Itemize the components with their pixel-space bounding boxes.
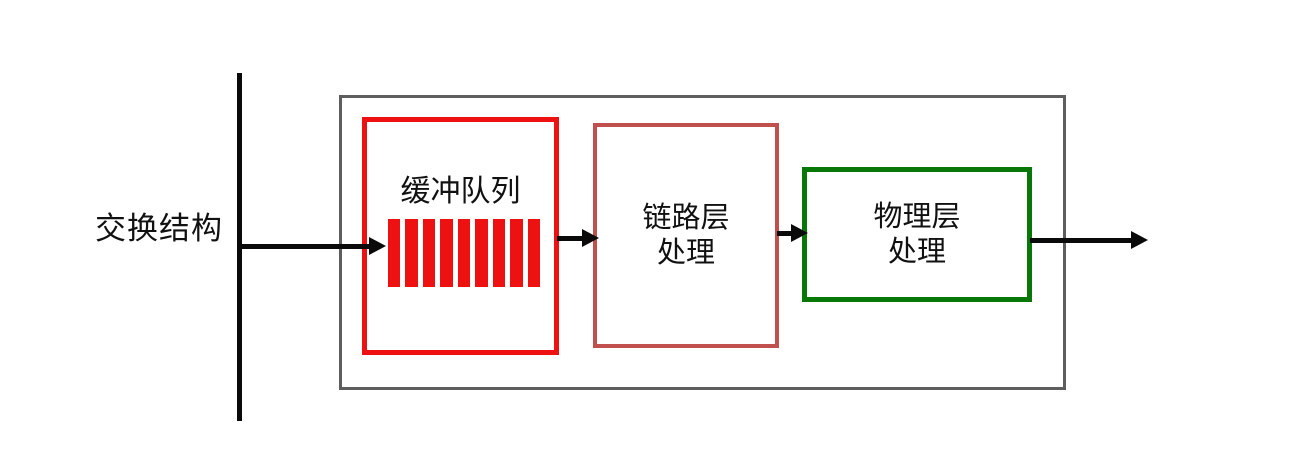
arrow-physical-to-out [1030,231,1148,249]
physical-layer-box: 物理层 处理 [802,167,1032,302]
buffer-queue-box: 缓冲队列 [362,117,559,355]
switch-fabric-label: 交换结构 [95,211,223,246]
arrow-buffer-to-link [557,229,599,247]
arrow-shaft [777,230,791,236]
arrow-shaft [557,235,582,241]
queue-bar [475,219,488,287]
queue-bar [510,219,523,287]
link-layer-box: 链路层 处理 [593,123,779,348]
arrow-head-icon [582,229,599,247]
link-layer-label-line1: 链路层 [642,201,730,234]
queue-bar [422,219,436,287]
queue-bar [388,219,401,287]
port-container-box [339,95,1066,390]
arrow-link-to-physical [777,224,808,242]
queue-bar [492,219,506,287]
arrow-shaft [1030,237,1131,243]
arrow-head-icon [791,224,808,242]
physical-layer-label-line1: 物理层 [873,200,961,233]
link-layer-label-line2: 处理 [656,236,715,269]
queue-bar [457,219,471,287]
arrow-shaft [238,243,369,249]
queue-bar [405,219,418,287]
arrow-fabric-to-buffer [238,237,386,255]
buffer-queue-label: 缓冲队列 [400,175,521,208]
arrow-head-icon [1131,231,1148,249]
physical-layer-label-line2: 处理 [887,235,946,268]
arrow-head-icon [369,237,386,255]
queue-bar [527,219,540,287]
queue-bar [440,219,453,287]
queue-bars [388,219,540,287]
